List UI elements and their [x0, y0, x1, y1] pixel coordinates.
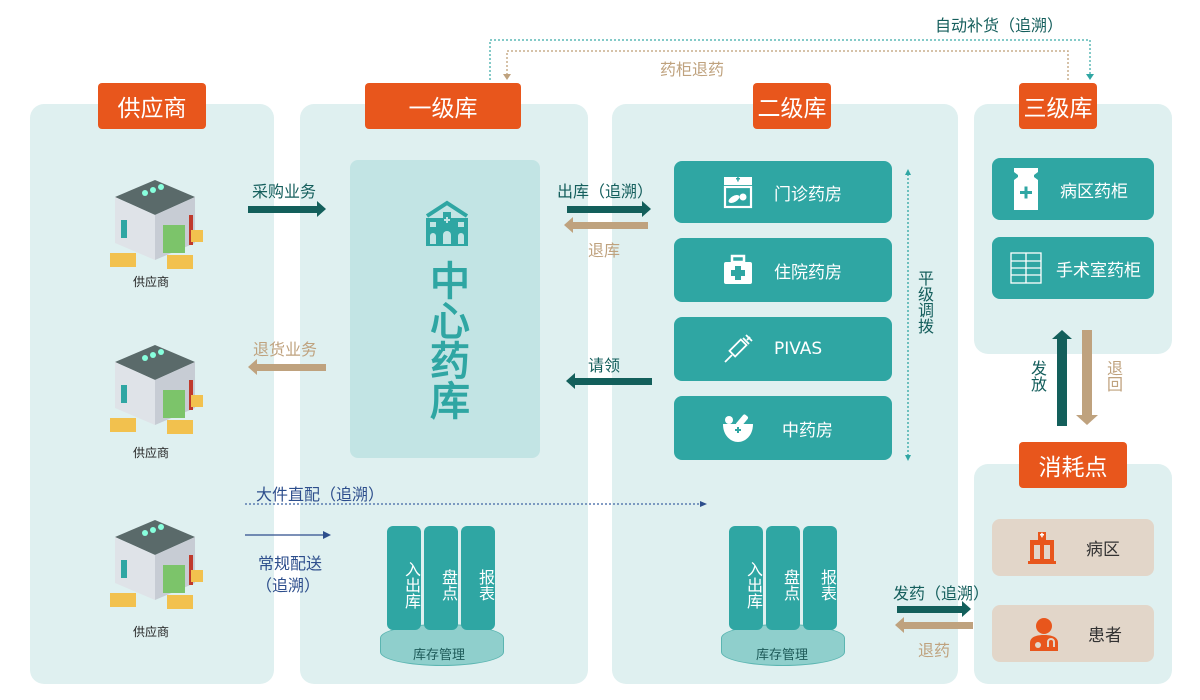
inventory-column-report: 报表: [803, 526, 837, 630]
supplier-item-label: 供应商: [133, 625, 170, 639]
consumption-patient-label: 患者: [1088, 626, 1122, 646]
return-drug-label: 退药: [918, 641, 951, 660]
supplier-item: 供应商: [105, 515, 205, 639]
patient-doctor-icon: [1028, 617, 1060, 651]
tile-label: 手术室药柜: [1056, 260, 1141, 281]
issue-label: 发放: [1028, 360, 1047, 392]
inventory-base-disk: [721, 624, 845, 666]
inventory-base-label: 库存管理: [413, 648, 466, 663]
auto-replenish-arrowhead: [1086, 74, 1094, 80]
inventory-column-count: 盘点: [424, 526, 458, 630]
outbound-label: 出库（追溯）: [557, 182, 654, 201]
level2-header: 二级库: [753, 83, 831, 129]
cabinet-return-arrowhead: [503, 74, 511, 80]
hospital-icon: [425, 200, 469, 246]
return-goods-arrow: [248, 359, 326, 375]
regular-delivery-trace-label: （追溯）: [256, 576, 321, 595]
cabinet-return-label: 药柜退药: [660, 60, 725, 79]
ward-building-icon: [1028, 531, 1056, 564]
tile-herbal-pharmacy[interactable]: 中药房: [674, 396, 892, 460]
tile-outpatient-pharmacy[interactable]: 门诊药房: [674, 161, 892, 223]
lateral-transfer-label: 平级调拨: [915, 270, 934, 334]
auto-replenish-line: [489, 39, 1091, 80]
auto-replenish-label: 自动补货（追溯）: [935, 16, 1064, 35]
bulk-direct-line: [245, 501, 707, 507]
medical-kit-icon: [718, 254, 758, 286]
level3-header: 三级库: [1019, 83, 1097, 129]
tile-label: 住院药房: [774, 262, 842, 283]
bulk-direct-label: 大件直配（追溯）: [256, 485, 385, 504]
purchase-label: 采购业务: [252, 182, 317, 201]
tile-or-cabinet[interactable]: 手术室药柜: [992, 237, 1154, 299]
warehouse-icon: [110, 345, 203, 434]
tile-label: 门诊药房: [774, 184, 842, 205]
inventory-column-report: 报表: [461, 526, 495, 630]
supplier-item-label: 供应商: [133, 446, 170, 460]
warehouse-icon: [110, 180, 203, 269]
inventory-base-label: 库存管理: [756, 648, 809, 663]
regular-delivery-label: 常规配送: [258, 554, 323, 573]
supplier-item: 供应商: [105, 175, 205, 295]
central-pharmacy-box: 中心药库: [350, 160, 540, 458]
requisition-arrow: [566, 373, 652, 389]
purchase-arrow: [248, 201, 326, 217]
cabinet-icon: [1006, 252, 1046, 284]
inventory-column-io: 入出库: [387, 526, 421, 630]
inventory-column-count: 盘点: [766, 526, 800, 630]
tile-label: PIVAS: [774, 339, 823, 359]
supplier-header: 供应商: [98, 83, 206, 129]
lateral-transfer-line: [905, 169, 911, 461]
top-flow-lines: [489, 39, 1094, 80]
level1-header: 一级库: [365, 83, 521, 129]
supplier-item-label: 供应商: [133, 275, 170, 289]
mortar-pestle-icon: [718, 412, 758, 444]
dispense-label: 发药（追溯）: [893, 584, 990, 603]
consumption-ward[interactable]: 病区: [992, 519, 1154, 576]
tile-inpatient-pharmacy[interactable]: 住院药房: [674, 238, 892, 302]
central-pharmacy-label: 中心药库: [423, 260, 469, 420]
issue-arrow: [1052, 330, 1072, 426]
inventory-column-io: 入出库: [729, 526, 763, 630]
return-goods-label: 退货业务: [253, 340, 318, 359]
outbound-arrow: [567, 201, 651, 217]
return-drug-arrow: [895, 617, 973, 633]
tile-label: 中药房: [782, 420, 833, 441]
regular-delivery-arrow: [245, 531, 331, 539]
syringe-icon: [718, 332, 758, 366]
consumption-patient[interactable]: 患者: [992, 605, 1154, 662]
consumption-ward-label: 病区: [1086, 540, 1120, 560]
requisition-label: 请领: [588, 356, 621, 375]
return-back-arrow: [1076, 330, 1098, 425]
return-stock-arrow: [564, 217, 648, 233]
tile-pivas[interactable]: PIVAS: [674, 317, 892, 381]
tile-ward-cabinet[interactable]: 病区药柜: [992, 158, 1154, 220]
supplier-item: 供应商: [105, 340, 205, 460]
tile-label: 病区药柜: [1060, 181, 1128, 202]
pharmacy-store-icon: [718, 175, 758, 209]
dispense-arrow: [897, 601, 971, 617]
return-stock-label: 退库: [588, 241, 621, 260]
warehouse-icon: [110, 520, 203, 609]
consumption-header: 消耗点: [1019, 442, 1127, 488]
return-back-label: 退回: [1104, 360, 1123, 392]
cabinet-return-line: [506, 50, 1069, 80]
level3-panel: [974, 104, 1172, 354]
medicine-bottle-icon: [1006, 166, 1046, 212]
